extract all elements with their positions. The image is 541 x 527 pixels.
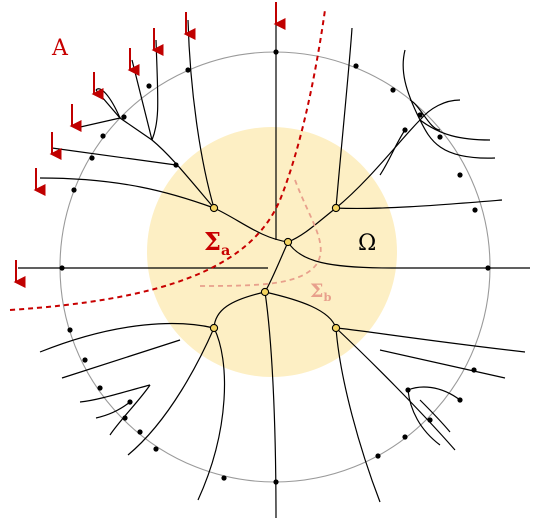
label-sigma-b: Σb <box>310 282 331 303</box>
input-arrows <box>13 2 286 288</box>
boundary-nodes <box>59 49 491 485</box>
sigma-b-symbol: Σ <box>310 280 324 302</box>
sigma-a-symbol: Σ <box>204 227 221 256</box>
interior-vertices <box>209 203 341 333</box>
sigma-b-subscript: b <box>323 289 332 304</box>
sigma-b-curve <box>199 179 322 287</box>
sigma-a-subscript: a <box>220 242 231 260</box>
label-A: A <box>52 36 68 61</box>
label-omega: Ω <box>358 231 377 256</box>
label-sigma-a: Σa <box>204 230 230 258</box>
graph-edges <box>18 10 530 519</box>
sigma-a-curve <box>9 9 326 311</box>
